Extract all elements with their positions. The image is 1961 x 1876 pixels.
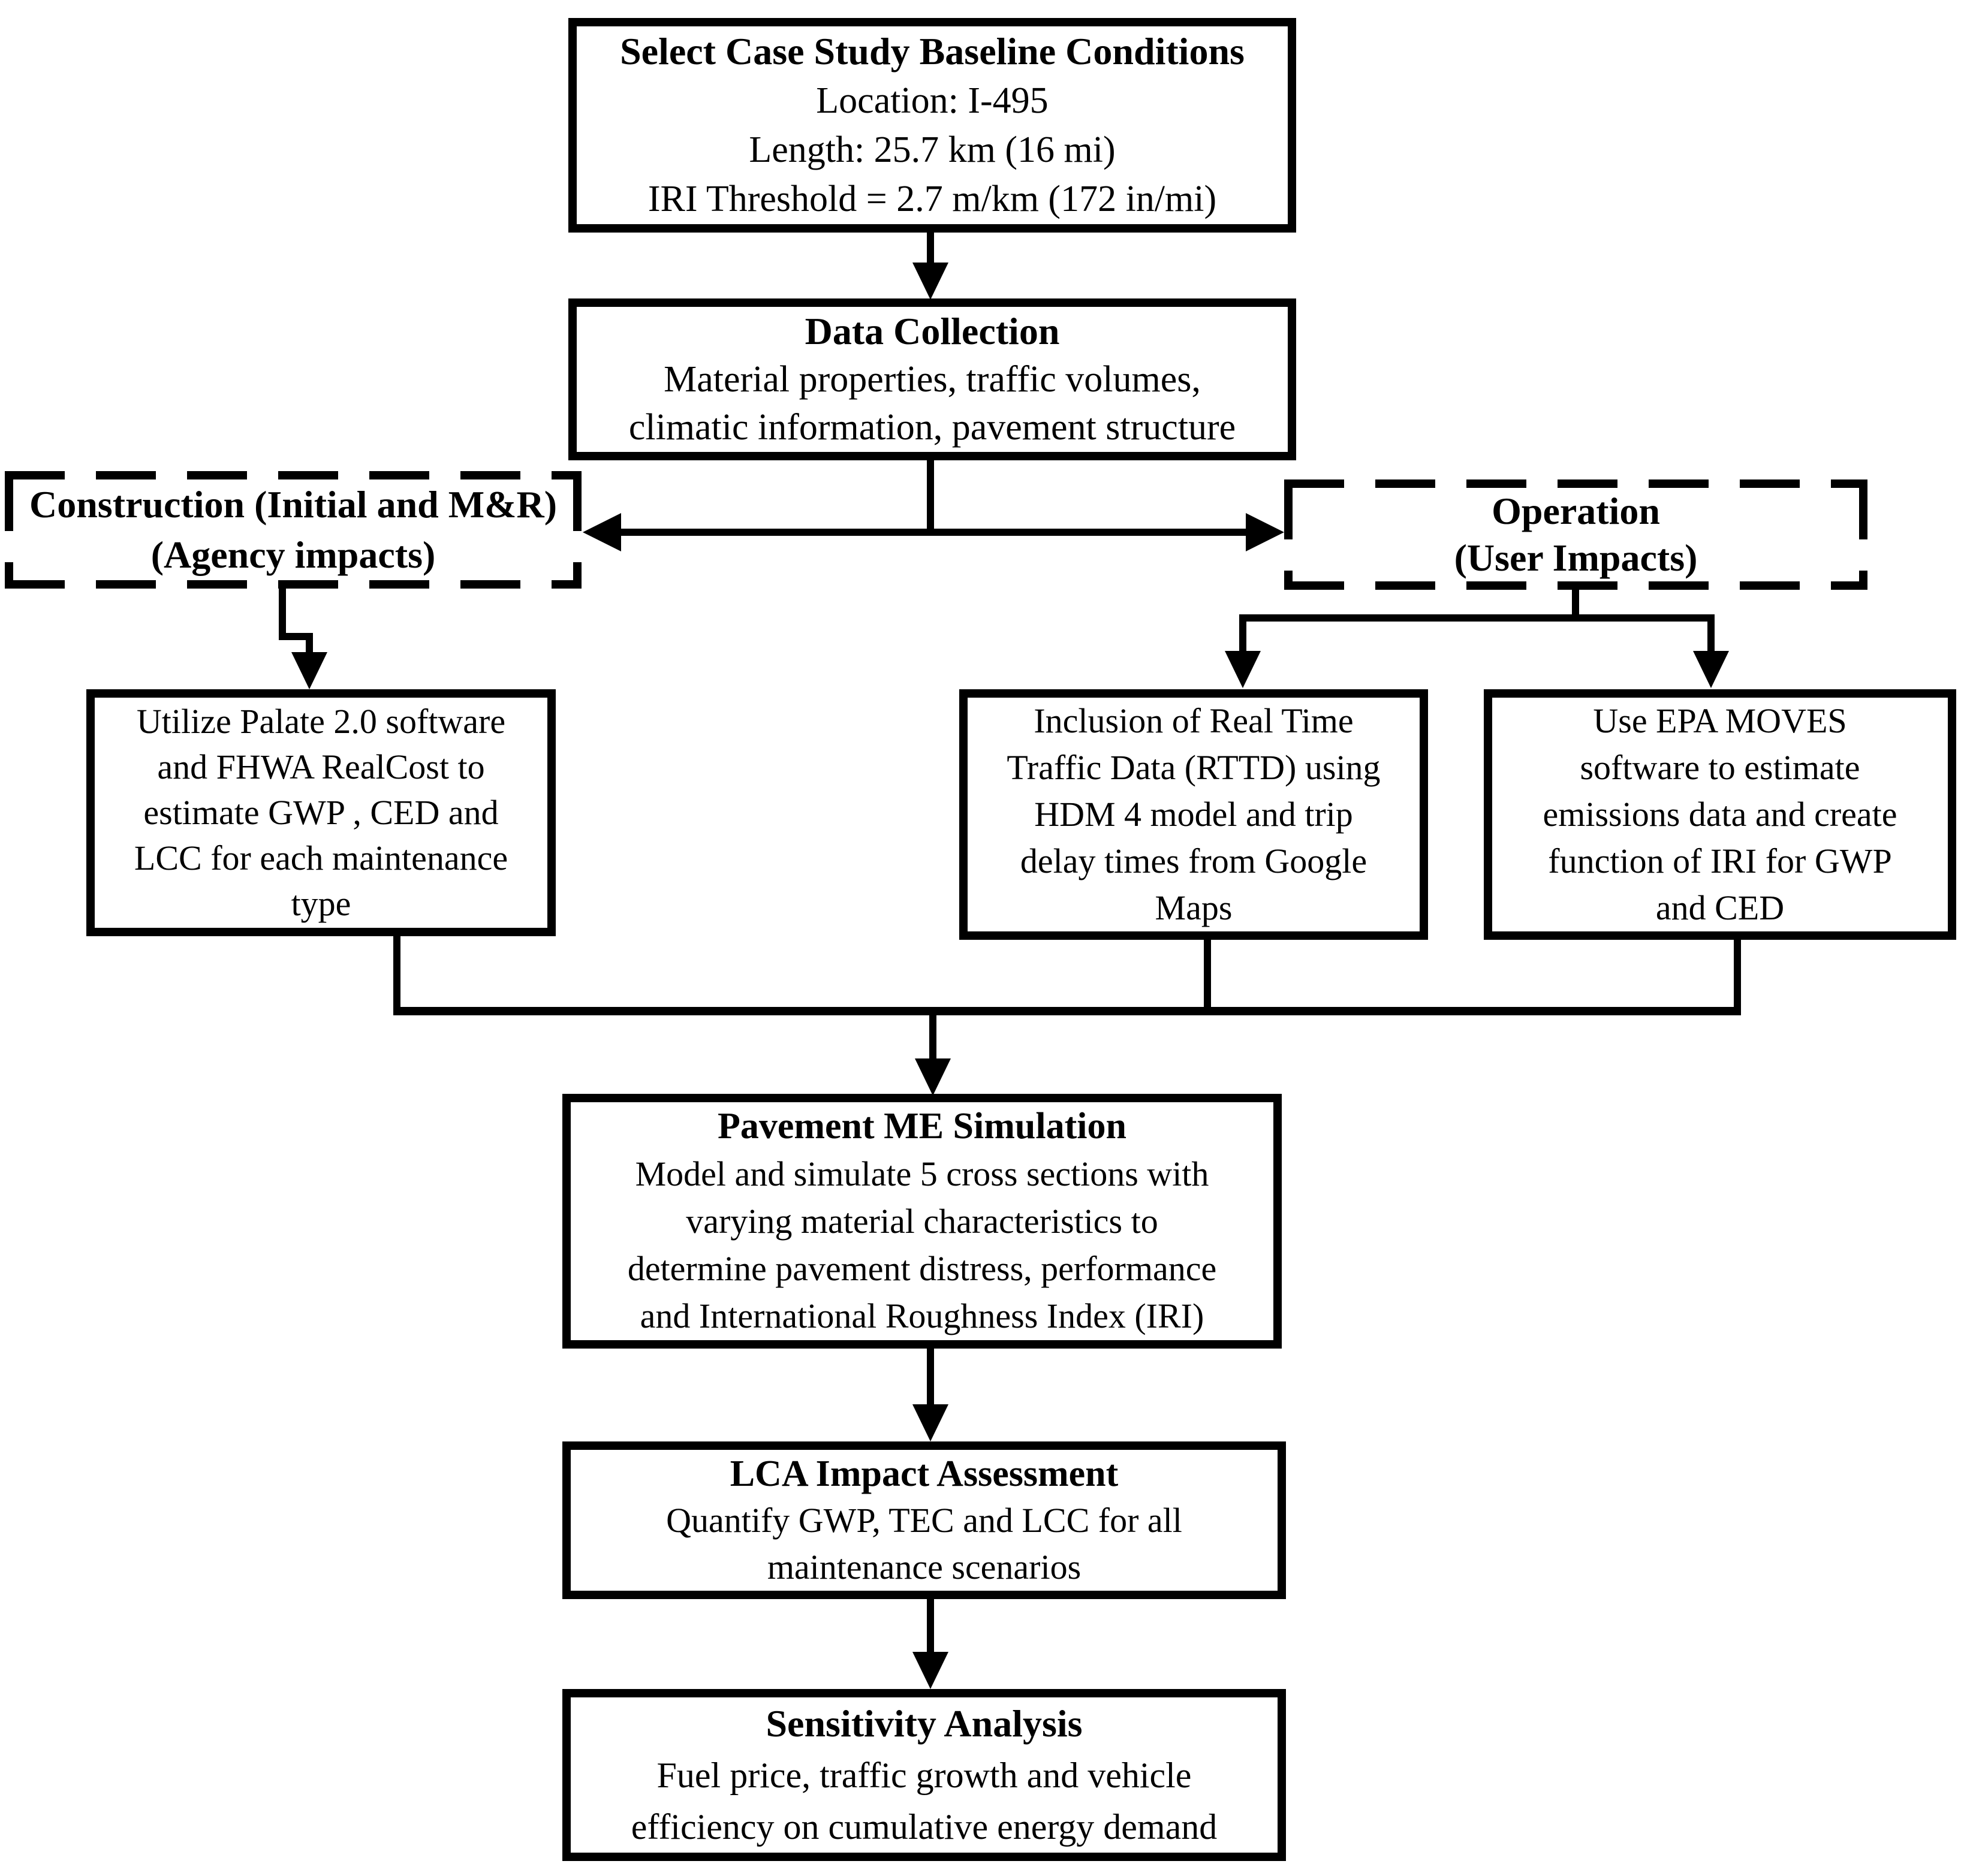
- arrowhead-right-icon: [1246, 513, 1284, 551]
- connector-construction-drop: [279, 589, 286, 640]
- node-line: IRI Threshold = 2.7 m/km (172 in/mi): [647, 179, 1217, 219]
- node-line: and FHWA RealCost to: [157, 747, 485, 786]
- dashed-border-right: [1859, 479, 1867, 590]
- node-line: Use EPA MOVES: [1593, 701, 1847, 740]
- node-line: climatic information, pavement structure: [628, 407, 1236, 448]
- connector-merge-stem: [929, 1015, 936, 1061]
- arrowhead-down-icon: [291, 652, 327, 689]
- dashed-border-top: [1284, 479, 1867, 488]
- arrowhead-down-icon: [912, 1404, 948, 1441]
- node-lca-impact-assessment: LCA Impact Assessment Quantify GWP, TEC …: [562, 1441, 1286, 1599]
- connector-operation-left-drop: [1239, 614, 1246, 652]
- node-line: software to estimate: [1580, 748, 1860, 787]
- node-line: and CED: [1655, 888, 1785, 927]
- connector-rttd-drop: [1204, 940, 1211, 1011]
- dashed-border-left: [1284, 479, 1293, 590]
- node-line: Location: I-495: [816, 80, 1049, 121]
- node-line: and International Roughness Index (IRI): [640, 1296, 1204, 1335]
- node-data-collection: Data Collection Material properties, tra…: [568, 298, 1296, 460]
- node-line: Traffic Data (RTTD) using: [1007, 748, 1381, 787]
- node-pavement-me-simulation: Pavement ME Simulation Model and simulat…: [562, 1094, 1282, 1349]
- node-title: Data Collection: [805, 310, 1060, 352]
- node-select-baseline-conditions: Select Case Study Baseline Conditions Lo…: [568, 18, 1296, 233]
- connector-construction-drop2: [306, 633, 313, 653]
- node-line: (Agency impacts): [150, 533, 436, 576]
- node-line: Quantify GWP, TEC and LCC for all: [666, 1500, 1182, 1540]
- dashed-border-left: [5, 471, 13, 589]
- connector-operation-stem: [1572, 590, 1579, 622]
- node-line: maintenance scenarios: [767, 1547, 1082, 1587]
- dashed-border-bottom: [5, 580, 582, 589]
- node-line: estimate GWP , CED and: [143, 793, 499, 832]
- node-line: (User Impacts): [1454, 536, 1698, 579]
- connector-operation-right-drop: [1707, 614, 1715, 652]
- node-line: determine pavement distress, performance: [627, 1249, 1217, 1288]
- connector-epa-drop: [1734, 940, 1741, 1011]
- node-line: Operation: [1492, 490, 1660, 532]
- node-line: type: [291, 884, 351, 923]
- node-line: Fuel price, traffic growth and vehicle: [656, 1755, 1192, 1795]
- node-line: Utilize Palate 2.0 software: [136, 702, 506, 741]
- node-operation-user-impacts: Operation (User Impacts): [1284, 479, 1867, 590]
- node-line: emissions data and create: [1543, 795, 1897, 834]
- connector-split-horizontal: [620, 529, 1249, 536]
- dashed-border-top: [5, 471, 582, 479]
- arrowhead-down-icon: [912, 263, 948, 300]
- connector-construction-jog: [279, 633, 313, 640]
- node-line: varying material characteristics to: [686, 1202, 1158, 1241]
- connector-operation-split: [1239, 614, 1715, 622]
- node-sensitivity-analysis: Sensitivity Analysis Fuel price, traffic…: [562, 1689, 1286, 1861]
- dashed-border-right: [573, 471, 582, 589]
- node-line: delay times from Google: [1020, 842, 1367, 880]
- arrowhead-down-icon: [915, 1058, 951, 1096]
- connector-select-to-data: [927, 233, 934, 265]
- node-title: Sensitivity Analysis: [766, 1702, 1083, 1745]
- arrowhead-down-icon: [1225, 651, 1261, 688]
- node-line: Length: 25.7 km (16 mi): [749, 129, 1116, 170]
- connector-pavement-to-lca: [927, 1349, 934, 1406]
- arrowhead-down-icon: [912, 1652, 948, 1689]
- arrowhead-left-icon: [583, 513, 621, 551]
- node-title: Select Case Study Baseline Conditions: [620, 30, 1245, 73]
- node-line: HDM 4 model and trip: [1034, 795, 1353, 834]
- connector-lca-to-sensitivity: [927, 1599, 934, 1653]
- node-line: Model and simulate 5 cross sections with: [635, 1154, 1209, 1193]
- node-line: Material properties, traffic volumes,: [664, 359, 1201, 400]
- node-title: Pavement ME Simulation: [718, 1106, 1126, 1147]
- node-line: LCC for each maintenance: [134, 839, 508, 877]
- node-line: Maps: [1155, 888, 1233, 927]
- connector-merge-horizontal: [393, 1007, 1741, 1015]
- node-real-time-traffic-data: Inclusion of Real Time Traffic Data (RTT…: [959, 689, 1428, 940]
- dashed-border-bottom: [1284, 581, 1867, 590]
- node-line: Construction (Initial and M&R): [29, 483, 558, 526]
- node-palate-realcost: Utilize Palate 2.0 software and FHWA Rea…: [86, 689, 556, 936]
- node-line: Inclusion of Real Time: [1034, 701, 1354, 740]
- connector-palate-drop: [393, 936, 400, 1011]
- node-title: LCA Impact Assessment: [730, 1453, 1119, 1494]
- node-line: efficiency on cumulative energy demand: [631, 1806, 1218, 1847]
- node-construction-agency-impacts: Construction (Initial and M&R) (Agency i…: [5, 471, 582, 589]
- node-line: function of IRI for GWP: [1548, 842, 1892, 880]
- arrowhead-down-icon: [1693, 651, 1729, 688]
- node-epa-moves: Use EPA MOVES software to estimate emiss…: [1484, 689, 1956, 940]
- connector-data-stem: [927, 460, 934, 536]
